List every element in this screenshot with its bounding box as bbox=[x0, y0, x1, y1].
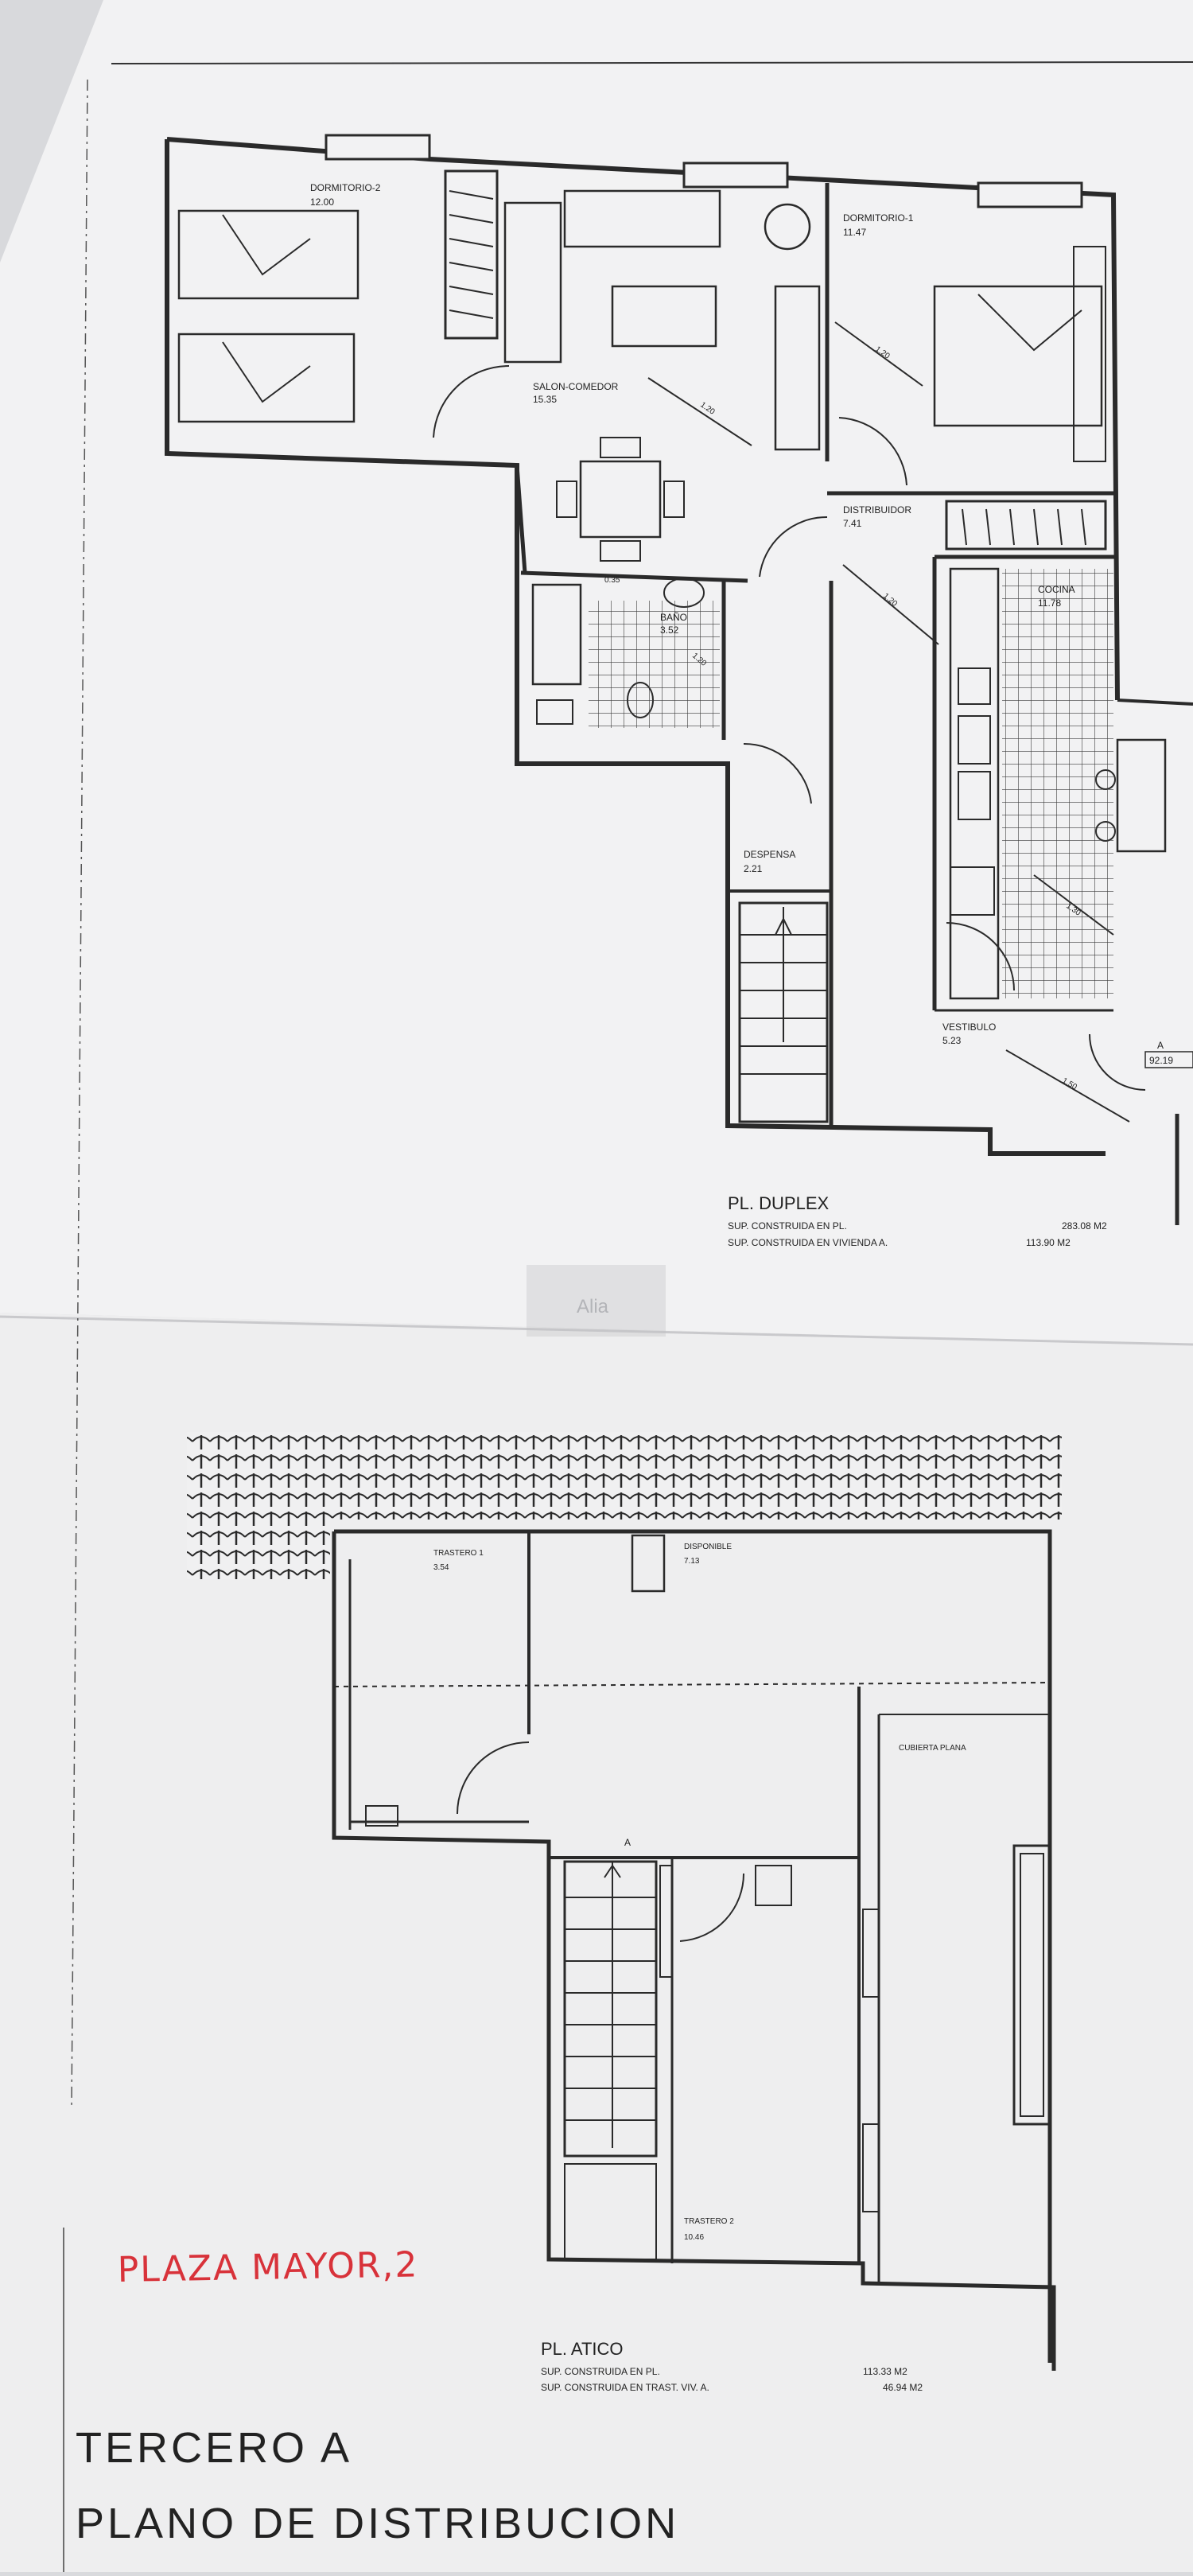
room-label-vestibulo: VESTIBULO bbox=[942, 1021, 996, 1033]
room-label-disponible: DISPONIBLE bbox=[684, 1543, 732, 1551]
atico-plan-title: PL. ATICO bbox=[541, 2339, 624, 2359]
handwritten-address: PLAZA MAYOR,2 bbox=[117, 2244, 419, 2290]
room-label-dormitorio-1: DORMITORIO-1 bbox=[843, 212, 914, 224]
room-area-trastero-2: 10.46 bbox=[684, 2233, 704, 2242]
room-area-bano: 3.52 bbox=[660, 625, 679, 636]
stair-mark-a: A bbox=[624, 1837, 631, 1848]
room-area-vestibulo: 5.23 bbox=[942, 1035, 962, 1046]
duplex-sup-value-2: 113.90 M2 bbox=[1026, 1237, 1071, 1248]
room-area-trastero-1: 3.54 bbox=[433, 1563, 449, 1572]
atico-sup-value-2: 46.94 M2 bbox=[883, 2382, 923, 2393]
bathroom-tiles bbox=[589, 601, 720, 728]
duplex-plan-title: PL. DUPLEX bbox=[728, 1193, 829, 1213]
bottom-paper-sheet bbox=[0, 1313, 1193, 2572]
kitchen-tiles bbox=[1002, 569, 1113, 998]
room-label-trastero-1: TRASTERO 1 bbox=[433, 1549, 484, 1558]
room-label-cubierta-plana: CUBIERTA PLANA bbox=[899, 1744, 966, 1753]
room-area-dormitorio-1: 11.47 bbox=[843, 227, 866, 238]
room-area-dormitorio-2: 12.00 bbox=[310, 197, 334, 208]
room-label-dormitorio-2: DORMITORIO-2 bbox=[310, 182, 381, 193]
room-label-cocina: COCINA bbox=[1038, 584, 1075, 595]
watermark-text: Alia bbox=[577, 1296, 609, 1317]
room-area-cocina: 11.78 bbox=[1038, 597, 1061, 609]
roof-tiles bbox=[187, 1432, 1062, 1520]
room-area-disponible: 7.13 bbox=[684, 1557, 700, 1566]
room-label-bano: BAÑO bbox=[660, 612, 687, 623]
dim-label: 0.35 bbox=[604, 576, 620, 585]
section-mark-a: A bbox=[1157, 1040, 1164, 1051]
room-label-despensa: DESPENSA bbox=[744, 849, 795, 860]
atico-sup-label-2: SUP. CONSTRUIDA EN TRAST. VIV. A. bbox=[541, 2382, 709, 2393]
watermark-logo bbox=[527, 1265, 666, 1337]
duplex-plan bbox=[165, 134, 1193, 1225]
duplex-sup-label-1: SUP. CONSTRUIDA EN PL. bbox=[728, 1220, 847, 1232]
atico-sup-value-1: 113.33 M2 bbox=[863, 2366, 907, 2377]
room-area-despensa: 2.21 bbox=[744, 863, 763, 874]
duplex-sup-value-1: 283.08 M2 bbox=[1062, 1220, 1107, 1232]
duplex-sup-label-2: SUP. CONSTRUIDA EN VIVIENDA A. bbox=[728, 1237, 888, 1248]
atico-sup-label-1: SUP. CONSTRUIDA EN PL. bbox=[541, 2366, 660, 2377]
room-label-distribuidor: DISTRIBUIDOR bbox=[843, 504, 911, 516]
level-mark: 92.19 bbox=[1149, 1055, 1173, 1066]
room-label-salon-comedor: SALON-COMEDOR bbox=[533, 381, 619, 392]
room-area-salon-comedor: 15.35 bbox=[533, 394, 557, 405]
title-unit: TERCERO A bbox=[76, 2424, 352, 2472]
room-area-distribuidor: 7.41 bbox=[843, 518, 862, 529]
title-plan: PLANO DE DISTRIBUCION bbox=[76, 2500, 679, 2547]
room-label-trastero-2: TRASTERO 2 bbox=[684, 2217, 734, 2226]
atico-plan bbox=[332, 1529, 1056, 2371]
